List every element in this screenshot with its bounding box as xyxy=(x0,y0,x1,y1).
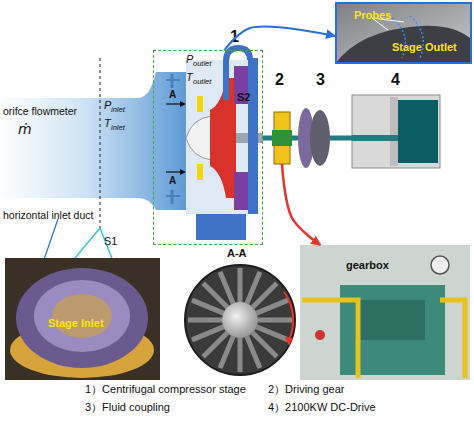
photo-inlet xyxy=(16,268,148,368)
section-label: A xyxy=(169,90,176,100)
shaft-connector xyxy=(292,136,298,141)
motor-component: 4 xyxy=(352,95,440,168)
motor-plate xyxy=(390,97,398,166)
signal-name: T xyxy=(104,118,111,129)
signal-subscript: outlet xyxy=(193,60,211,68)
signal-subscript: inlet xyxy=(111,106,125,114)
section-arrow xyxy=(180,169,186,175)
node-text: Stage Outlet xyxy=(392,42,457,53)
photo-gearbox xyxy=(355,300,425,340)
node-text: gearbox xyxy=(346,260,389,271)
key-item: 2）Driving gear xyxy=(268,384,344,395)
photo-pipe xyxy=(302,300,358,378)
node-text: 3 xyxy=(316,72,325,88)
section-arrow xyxy=(166,171,182,172)
motor-core xyxy=(398,100,438,163)
signal-name: P xyxy=(104,100,111,111)
casing-foot xyxy=(196,214,246,240)
node-text: 1 xyxy=(230,29,239,45)
symbol-label: ṁ xyxy=(18,122,32,136)
node-text: Stage Inlet xyxy=(48,318,104,329)
photo-valve xyxy=(315,330,325,340)
photo-inlet xyxy=(34,280,130,352)
inlet-strut xyxy=(166,79,180,81)
signal-subscript: inlet xyxy=(111,124,125,132)
section-label: A xyxy=(169,176,176,186)
impeller-blades xyxy=(188,268,292,372)
photo-inlet xyxy=(52,294,112,338)
impeller-hub xyxy=(222,302,258,338)
photo-gearbox xyxy=(300,245,470,380)
signal-subscript: outlet xyxy=(193,78,211,86)
photo-inlet xyxy=(5,258,160,380)
node-text: 2 xyxy=(275,72,284,88)
node-text: A-A xyxy=(227,248,247,259)
photo-gearbox: gearbox xyxy=(300,245,470,380)
diffuser xyxy=(234,172,248,210)
shaft-connector xyxy=(263,135,272,140)
photo-gauge xyxy=(431,256,449,274)
impeller-disc xyxy=(185,265,295,375)
inlet-strut xyxy=(166,195,180,197)
nose-cone xyxy=(186,116,212,160)
photo-inlet: Stage Inlet xyxy=(5,258,160,380)
section-line xyxy=(100,58,101,232)
shaft xyxy=(352,135,398,141)
key-item: 3）Fluid coupling xyxy=(85,402,170,413)
motor-body xyxy=(352,95,440,168)
photo-pipe xyxy=(440,300,465,378)
node-text: 4 xyxy=(391,72,400,88)
gear-symbol xyxy=(272,130,292,146)
section-arrow xyxy=(166,103,182,104)
inlet-duct xyxy=(0,72,186,210)
gear-component: 2 xyxy=(272,112,292,164)
photo-inset: ProbesStage Outlet xyxy=(335,2,472,64)
rotation-arrow xyxy=(284,292,293,340)
arrow-connector xyxy=(282,164,320,245)
arrow-connector xyxy=(225,26,336,50)
section-arrow xyxy=(180,101,186,107)
rotation-arrow xyxy=(285,337,293,346)
part-label: horizontal inlet duct xyxy=(3,210,93,221)
signal-name: T xyxy=(186,72,193,83)
section-marker xyxy=(197,96,203,112)
photo-inset xyxy=(335,2,472,64)
coupling-symbol xyxy=(310,110,330,166)
key-item: 1）Centrifugal compressor stage xyxy=(85,384,246,395)
section-label: S2 xyxy=(237,92,250,103)
section-view: A-A xyxy=(185,265,295,375)
coupling-component: 3 xyxy=(298,100,330,162)
shaft-connector xyxy=(330,135,352,140)
node-text: Probes xyxy=(354,10,391,21)
volute-casing xyxy=(248,58,258,214)
section-label: S1 xyxy=(104,236,117,247)
device-label: orifce flowmeter xyxy=(3,106,77,117)
section-marker xyxy=(197,164,203,180)
signal-name: P xyxy=(186,54,193,65)
key-item: 4）2100KW DC-Drive xyxy=(268,402,376,413)
